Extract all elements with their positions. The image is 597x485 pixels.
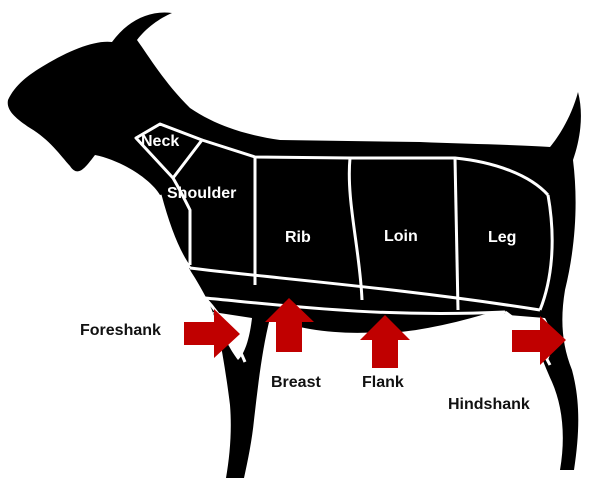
label-neck: Neck [141,133,179,151]
label-hindshank: Hindshank [448,396,530,414]
label-flank: Flank [362,374,404,392]
label-shoulder: Shoulder [167,185,236,203]
label-rib: Rib [285,229,311,247]
label-breast: Breast [271,374,321,392]
label-loin: Loin [384,228,418,246]
label-foreshank: Foreshank [80,322,161,340]
label-leg: Leg [488,229,516,247]
